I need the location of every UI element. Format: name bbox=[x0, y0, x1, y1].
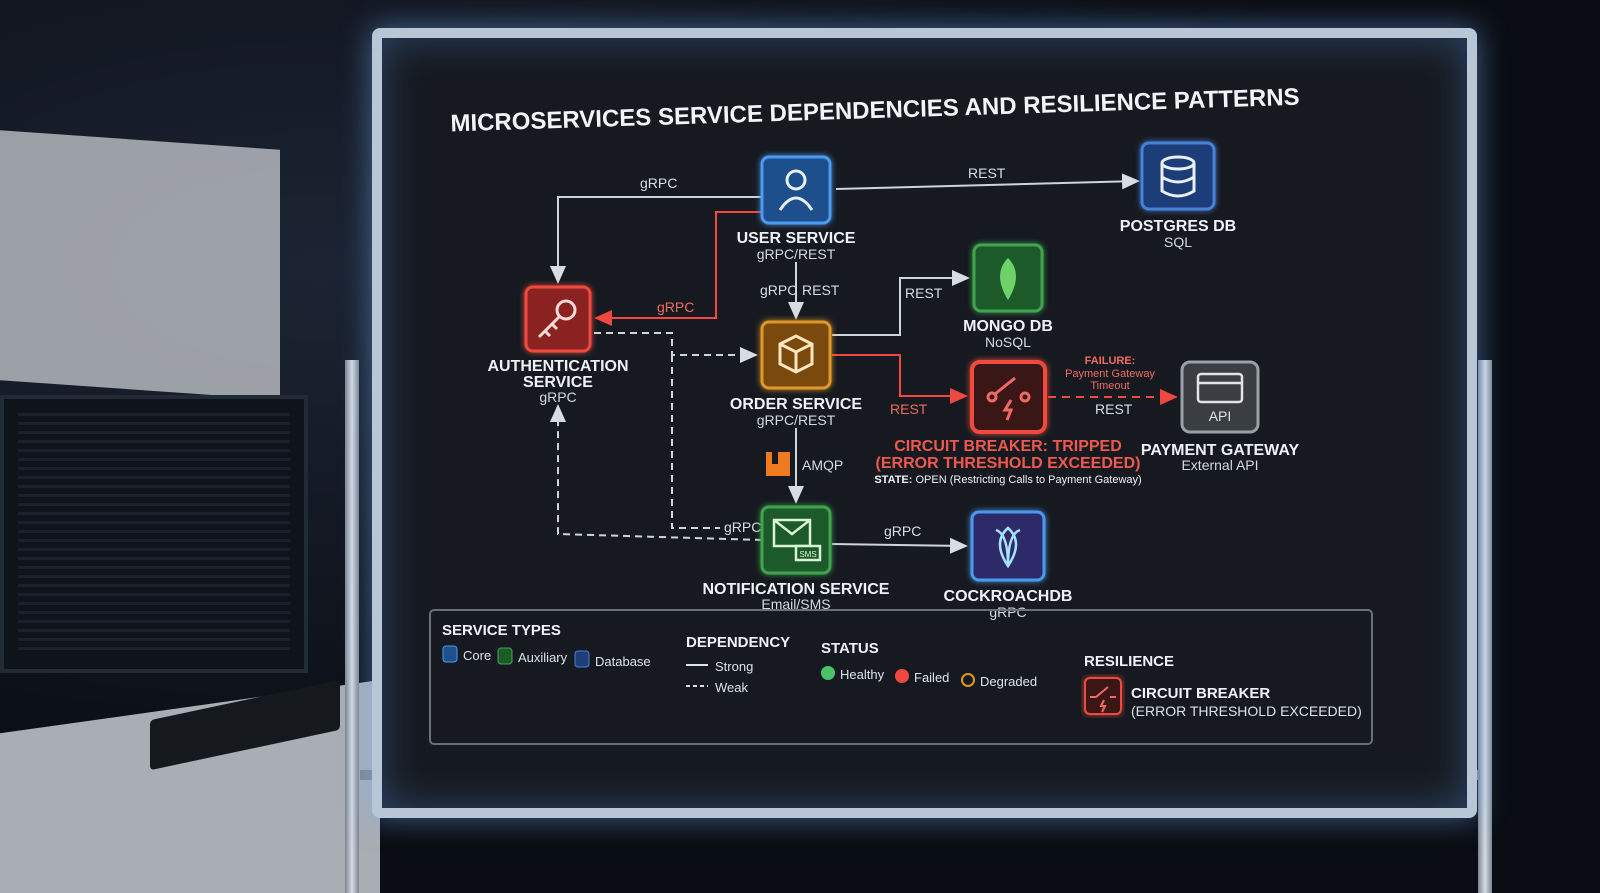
node-label: ORDER SERVICE bbox=[730, 396, 863, 413]
circuit-breaker-icon bbox=[986, 376, 1031, 421]
edge-order-mongo bbox=[832, 270, 970, 336]
edge-label: gRPC bbox=[884, 523, 921, 539]
edge-label: REST bbox=[890, 401, 928, 417]
legend-item: Healthy bbox=[840, 667, 885, 682]
legend-title: DEPENDENCY bbox=[686, 634, 790, 651]
legend-item: Core bbox=[463, 648, 491, 663]
core-swatch bbox=[442, 645, 458, 663]
whiteboard-frame bbox=[372, 28, 1477, 818]
edge-auth-order-weak bbox=[594, 332, 758, 363]
background-monitor bbox=[0, 395, 308, 673]
node-label: COCKROACHDB bbox=[944, 588, 1073, 605]
node-label: NOTIFICATION SERVICE bbox=[703, 581, 890, 598]
mail-icon bbox=[772, 518, 822, 562]
edge-order-breaker bbox=[832, 354, 968, 404]
database-icon bbox=[1160, 155, 1196, 198]
legend-title: STATUS bbox=[821, 640, 879, 657]
board-stand-right bbox=[1478, 360, 1492, 893]
node-label: MONGO DB bbox=[963, 318, 1053, 335]
edge-label: gRPC bbox=[657, 299, 694, 315]
failed-dot bbox=[895, 669, 909, 683]
node-sublabel: NoSQL bbox=[985, 334, 1031, 350]
board-stand-left bbox=[345, 360, 359, 893]
node-circuit-breaker[interactable]: CIRCUIT BREAKER: TRIPPED (ERROR THRESHOL… bbox=[874, 360, 1142, 486]
leaf-icon bbox=[1000, 258, 1016, 300]
legend-title: SERVICE TYPES bbox=[442, 622, 561, 639]
legend-item: Auxiliary bbox=[518, 650, 568, 665]
edge-label: REST bbox=[968, 165, 1006, 181]
edge-label: REST bbox=[802, 282, 840, 298]
node-cockroachdb[interactable]: COCKROACHDB gRPC bbox=[944, 510, 1073, 620]
node-sublabel: Email/SMS bbox=[761, 596, 830, 612]
edge-label: gRPC bbox=[760, 282, 797, 298]
edge-auth-notification-weak bbox=[671, 355, 720, 529]
breaker-state: OPEN (Restricting Calls to Payment Gatew… bbox=[915, 474, 1141, 486]
edge-user-auth-failed bbox=[594, 211, 762, 326]
healthy-dot bbox=[821, 666, 835, 680]
node-label: AUTHENTICATION bbox=[487, 358, 628, 375]
node-postgres-db[interactable]: POSTGRES DB SQL bbox=[1120, 141, 1236, 250]
edge-label: gRPC bbox=[724, 519, 761, 535]
api-icon-label: API bbox=[1209, 408, 1232, 424]
edge-label: AMQP bbox=[802, 457, 843, 473]
node-sublabel: gRPC bbox=[989, 604, 1026, 620]
database-swatch bbox=[574, 650, 590, 668]
edge-user-postgres bbox=[835, 173, 1140, 190]
failure-label: FAILURE: bbox=[1085, 355, 1136, 367]
node-label: PAYMENT GATEWAY bbox=[1141, 442, 1300, 459]
edge-user-auth bbox=[550, 196, 762, 284]
node-payment-gateway[interactable]: API PAYMENT GATEWAY External API bbox=[1141, 360, 1300, 473]
breaker-state-label: STATE: bbox=[874, 474, 912, 486]
sms-icon-label: SMS bbox=[799, 550, 816, 559]
legend: SERVICE TYPES Core Auxiliary Database DE… bbox=[429, 609, 1373, 745]
node-sublabel: gRPC/REST bbox=[757, 246, 836, 262]
user-icon bbox=[778, 169, 814, 211]
edge-label: REST bbox=[905, 285, 943, 301]
diagram-title: MICROSERVICES SERVICE DEPENDENCIES AND R… bbox=[450, 84, 1300, 138]
legend-item: Degraded bbox=[980, 674, 1037, 689]
edge-notification-auth bbox=[550, 404, 763, 541]
legend-title: RESILIENCE bbox=[1084, 653, 1174, 670]
node-notification-service[interactable]: SMS NOTIFICATION SERVICE Email/SMS bbox=[703, 505, 890, 612]
legend-item: CIRCUIT BREAKER bbox=[1131, 685, 1270, 702]
cockroach-icon bbox=[995, 526, 1021, 569]
node-label: SERVICE bbox=[523, 374, 593, 391]
node-mongo-db[interactable]: MONGO DB NoSQL bbox=[963, 243, 1053, 350]
edge-label: REST bbox=[1095, 401, 1133, 417]
node-label: USER SERVICE bbox=[737, 230, 856, 247]
breaker-subtitle: (ERROR THRESHOLD EXCEEDED) bbox=[876, 455, 1141, 472]
node-sublabel: SQL bbox=[1164, 234, 1192, 250]
key-icon bbox=[537, 299, 577, 339]
circuit-breaker-legend-icon bbox=[1084, 677, 1122, 715]
legend-item: (ERROR THRESHOLD EXCEEDED) bbox=[1131, 703, 1362, 719]
node-order-service[interactable]: ORDER SERVICE gRPC/REST bbox=[730, 320, 863, 428]
legend-item: Strong bbox=[715, 659, 753, 674]
auxiliary-swatch bbox=[497, 647, 513, 665]
breaker-title: CIRCUIT BREAKER: TRIPPED bbox=[894, 438, 1122, 455]
node-authentication-service[interactable]: AUTHENTICATION SERVICE gRPC bbox=[487, 285, 629, 405]
node-label: POSTGRES DB bbox=[1120, 218, 1236, 235]
node-user-service[interactable]: USER SERVICE gRPC/REST bbox=[737, 155, 856, 262]
edge-label: gRPC bbox=[640, 175, 677, 191]
svg-text:STATE: OPEN (Restricting Calls: STATE: OPEN (Restricting Calls to Paymen… bbox=[874, 474, 1141, 486]
node-sublabel: External API bbox=[1181, 457, 1258, 473]
package-icon bbox=[778, 334, 814, 374]
legend-item: Failed bbox=[914, 670, 949, 685]
edge-notification-cockroach bbox=[831, 537, 968, 554]
rabbitmq-icon bbox=[766, 452, 790, 476]
legend-item: Weak bbox=[715, 680, 748, 695]
failure-label: Payment Gateway bbox=[1065, 368, 1155, 380]
node-sublabel: gRPC/REST bbox=[757, 412, 836, 428]
node-sublabel: gRPC bbox=[539, 389, 576, 405]
degraded-dot bbox=[961, 673, 975, 687]
credit-card-icon bbox=[1196, 372, 1244, 404]
legend-item: Database bbox=[595, 654, 651, 669]
failure-label: Timeout bbox=[1090, 380, 1129, 392]
